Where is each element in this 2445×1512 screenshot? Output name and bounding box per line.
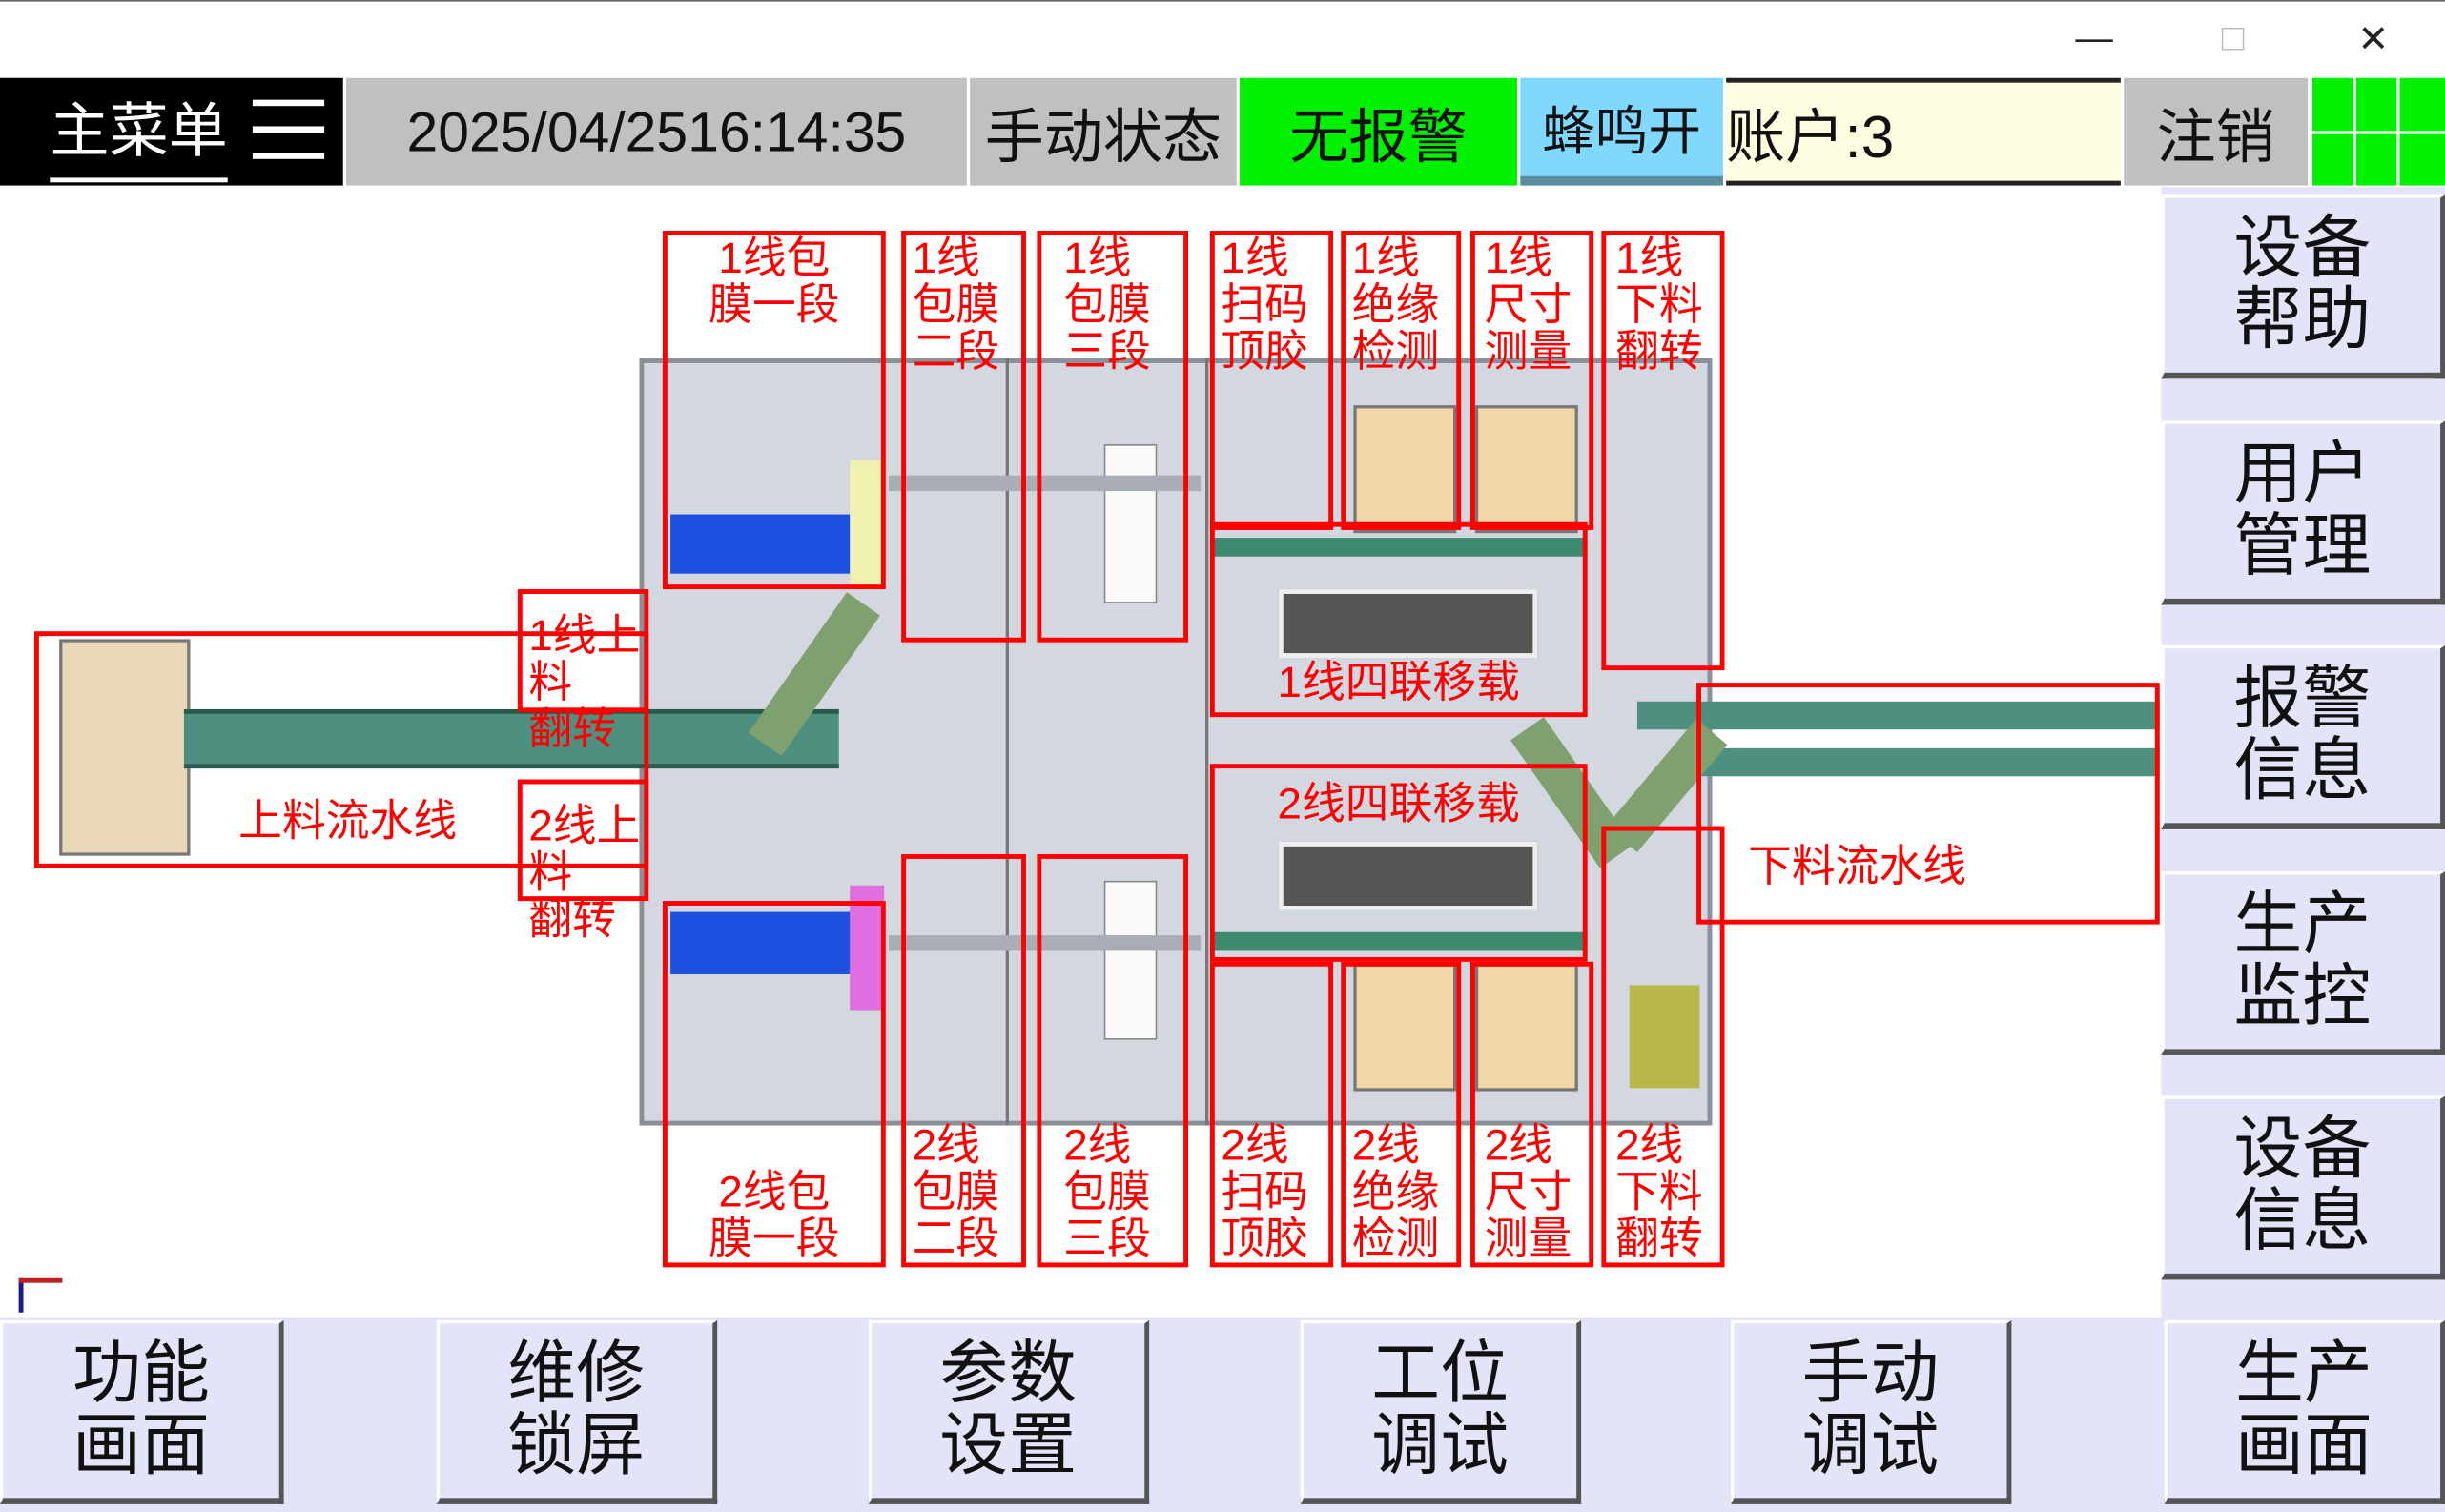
station-label: 1线四联移载 <box>1277 658 1520 706</box>
hamburger-icon <box>252 99 325 159</box>
production-monitor-button[interactable]: 生产 监控 <box>2161 871 2445 1055</box>
rail <box>889 935 1202 951</box>
station-l2-scan-glue[interactable]: 2线 扫码 顶胶 <box>1209 961 1334 1268</box>
station-label: 2线 绝缘 检测 <box>1351 1120 1440 1263</box>
unload-bin <box>1629 985 1700 1089</box>
maximize-button[interactable]: □ <box>2221 16 2245 60</box>
unload-conveyor-line[interactable]: 下料流水线 <box>1696 683 2160 925</box>
station-l1-wrap2[interactable]: 1线 包膜 二段 <box>901 230 1026 643</box>
station-label: 1线 下料 翻转 <box>1615 234 1703 377</box>
bottom-nav-bar <box>0 1317 2445 1512</box>
station-l1-scan-glue[interactable]: 1线 扫码 顶胶 <box>1209 230 1334 530</box>
axis-y-icon <box>18 1277 24 1313</box>
machine-layout-diagram: 1线包 膜一段 1线 包膜 二段 1线 包膜 三段 1线 扫码 顶胶 1线 绝缘… <box>0 187 2161 1320</box>
manual-debug-button[interactable]: 手动 调试 <box>1731 1319 2012 1504</box>
parameter-settings-button[interactable]: 参数 设置 <box>868 1319 1150 1504</box>
transfer-rail-line1 <box>1213 538 1588 557</box>
minimize-button[interactable]: — <box>2075 16 2113 60</box>
station-label: 1线 绝缘 检测 <box>1351 234 1440 377</box>
station-label: 1线包 膜一段 <box>709 234 840 330</box>
wrap-roller-line2 <box>670 911 866 974</box>
station-label: 2线 扫码 顶胶 <box>1221 1120 1308 1263</box>
station-l2-size-measure[interactable]: 2线 尺寸 测量 <box>1469 961 1594 1268</box>
wrap-roller-line1 <box>670 514 866 574</box>
load-conveyor-line[interactable]: 上料流水线 <box>33 631 649 868</box>
station-l1-load-flip[interactable]: 1线上料 翻转 <box>517 589 649 752</box>
station-label: 2线 尺寸 测量 <box>1484 1120 1572 1263</box>
station-l2-unload-flip[interactable]: 2线 下料 翻转 <box>1601 826 1725 1268</box>
close-button[interactable]: ✕ <box>2357 17 2390 60</box>
buzzer-toggle[interactable]: 蜂鸣开 <box>1520 77 1723 186</box>
rail <box>889 475 1202 492</box>
station-label: 2线 下料 翻转 <box>1615 1120 1703 1263</box>
station-label: 1线上料 翻转 <box>528 610 641 753</box>
wrap3-unit <box>1103 444 1158 603</box>
station-debug-button[interactable]: 工位 调试 <box>1300 1319 1582 1504</box>
maintenance-lock-button[interactable]: 维修 锁屏 <box>436 1319 718 1504</box>
mode-status: 手动状态 <box>970 77 1237 186</box>
alarm-status: 无报警 <box>1239 77 1518 186</box>
transfer-unit-line1 <box>1278 589 1538 659</box>
insulation-fixture <box>1353 963 1457 1092</box>
insulation-fixture <box>1353 405 1457 534</box>
station-label: 1线 扫码 顶胶 <box>1221 234 1308 377</box>
station-label: 上料流水线 <box>238 796 458 846</box>
station-label: 2线包 膜一段 <box>709 1167 840 1263</box>
load-conveyor <box>183 708 839 769</box>
account-display: 账户:3 <box>1726 77 2121 186</box>
station-l2-load-flip[interactable]: 2线上料 翻转 <box>517 779 649 942</box>
load-station <box>59 639 191 856</box>
axis-x-icon <box>18 1277 63 1283</box>
transfer-rail-line2 <box>1213 931 1588 951</box>
station-l1-wrap3[interactable]: 1线 包膜 三段 <box>1037 230 1189 643</box>
station-l2-wrap1[interactable]: 2线包 膜一段 <box>662 901 886 1268</box>
size-fixture <box>1474 405 1578 534</box>
station-label: 2线上料 翻转 <box>528 801 641 944</box>
plate-divider <box>1205 358 1209 1126</box>
production-screen-button[interactable]: 生产 画面 <box>2164 1319 2445 1504</box>
main-menu-button[interactable]: 主菜单 <box>0 77 343 186</box>
yellow-part <box>850 460 885 585</box>
station-l2-quad-transfer[interactable]: 2线四联移载 <box>1209 764 1588 962</box>
window-titlebar: — □ ✕ <box>0 0 2445 77</box>
station-label: 2线 包膜 二段 <box>912 1120 1000 1263</box>
station-l2-wrap2[interactable]: 2线 包膜 二段 <box>901 854 1026 1268</box>
user-management-button[interactable]: 用户 管理 <box>2161 420 2445 605</box>
station-l1-unload-flip[interactable]: 1线 下料 翻转 <box>1601 230 1725 671</box>
status-grid-indicator <box>2311 77 2445 186</box>
station-l1-size-measure[interactable]: 1线 尺寸 测量 <box>1469 230 1594 530</box>
station-l2-insulation-test[interactable]: 2线 绝缘 检测 <box>1341 961 1462 1268</box>
wrap3-unit <box>1103 880 1158 1040</box>
alarm-info-button[interactable]: 报警 信息 <box>2161 644 2445 829</box>
pink-part <box>850 885 885 1011</box>
station-label: 1线 包膜 三段 <box>1063 234 1151 377</box>
station-label: 2线 包膜 三段 <box>1063 1120 1151 1263</box>
station-l1-insulation-test[interactable]: 1线 绝缘 检测 <box>1341 230 1462 530</box>
unload-conveyor-2 <box>1699 747 2160 777</box>
size-fixture <box>1474 963 1578 1092</box>
main-menu-label: 主菜单 <box>50 82 228 182</box>
datetime-display: 2025/04/2516:14:35 <box>346 77 967 186</box>
station-label: 下料流水线 <box>1748 841 1967 890</box>
device-info-button[interactable]: 设备 信息 <box>2161 1095 2445 1280</box>
station-l1-wrap1[interactable]: 1线包 膜一段 <box>662 230 886 590</box>
unload-conveyor-1 <box>1636 701 2160 730</box>
plate-divider <box>1005 358 1009 1126</box>
station-label: 1线 尺寸 测量 <box>1484 234 1572 377</box>
logout-button[interactable]: 注销 <box>2124 77 2309 186</box>
station-l2-wrap3[interactable]: 2线 包膜 三段 <box>1037 854 1189 1268</box>
station-label: 2线四联移载 <box>1277 779 1520 828</box>
device-help-button[interactable]: 设备 帮助 <box>2161 194 2445 379</box>
transfer-unit-line2 <box>1278 841 1538 910</box>
station-label: 1线 包膜 二段 <box>912 234 1000 377</box>
function-screen-button[interactable]: 功能 画面 <box>0 1319 284 1504</box>
station-l1-quad-transfer[interactable]: 1线四联移载 <box>1209 521 1588 718</box>
